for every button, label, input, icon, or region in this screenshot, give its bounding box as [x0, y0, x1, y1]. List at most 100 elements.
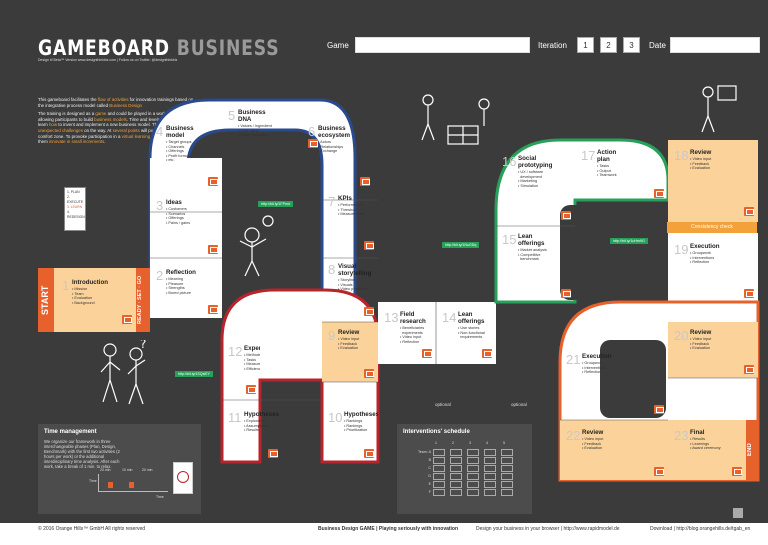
board-path	[38, 98, 760, 482]
link-3[interactable]: http://bit.ly/1uHm9G	[610, 238, 648, 244]
schedule-cell[interactable]	[433, 473, 445, 480]
screen-icon[interactable]	[268, 449, 278, 458]
schedule-cell[interactable]	[484, 489, 496, 496]
screen-icon[interactable]	[422, 349, 432, 358]
iteration-3-box[interactable]: 3	[623, 37, 640, 53]
schedule-cell[interactable]	[433, 457, 445, 464]
screen-icon[interactable]	[561, 211, 571, 220]
screen-icon[interactable]	[208, 245, 218, 254]
schedule-cell[interactable]	[433, 465, 445, 472]
tile-12[interactable]: 12Experiments• Methods • Tasks • Measure…	[222, 338, 260, 398]
schedule-cell[interactable]	[450, 465, 462, 472]
schedule-cell[interactable]	[467, 449, 479, 456]
schedule-cell[interactable]	[501, 489, 513, 496]
subtitle: Design it! Beta™ Version www.designthink…	[38, 58, 178, 62]
schedule-cell[interactable]	[433, 481, 445, 488]
schedule-cell[interactable]	[484, 457, 496, 464]
screen-icon[interactable]	[654, 189, 664, 198]
screen-icon[interactable]	[122, 315, 132, 324]
screen-icon[interactable]	[654, 405, 664, 414]
schedule-cell[interactable]	[484, 473, 496, 480]
schedule-cell[interactable]	[467, 473, 479, 480]
schedule-cell[interactable]	[433, 449, 445, 456]
screen-icon[interactable]	[744, 289, 754, 298]
schedule-cell[interactable]	[467, 465, 479, 472]
screen-icon[interactable]	[654, 467, 664, 476]
date-field[interactable]	[670, 37, 760, 53]
game-field[interactable]	[355, 37, 530, 53]
tile-number: 12	[228, 344, 243, 359]
schedule-cell[interactable]	[450, 481, 462, 488]
schedule-cell[interactable]	[501, 473, 513, 480]
link-1[interactable]: http://bit.ly/1FPnnt	[258, 201, 293, 207]
schedule-cell[interactable]	[433, 489, 445, 496]
schedule-cell[interactable]	[450, 489, 462, 496]
tile-number: 17	[581, 148, 596, 163]
tile-items: • Target groups • Channels • Offerings •…	[166, 140, 192, 163]
schedule-cell[interactable]	[467, 457, 479, 464]
schedule-cell[interactable]	[467, 489, 479, 496]
screen-icon[interactable]	[482, 349, 492, 358]
presenter-illustration	[701, 85, 737, 133]
schedule-cell[interactable]	[501, 457, 513, 464]
tile-number: 19	[674, 242, 689, 257]
schedule-cell[interactable]	[484, 481, 496, 488]
iteration-2-box[interactable]: 2	[600, 37, 617, 53]
tile-number: 8	[328, 262, 336, 277]
screen-icon[interactable]	[208, 177, 218, 186]
iteration-1-box[interactable]: 1	[577, 37, 594, 53]
schedule-cell[interactable]	[501, 481, 513, 488]
screen-icon[interactable]	[364, 241, 374, 250]
footer-center2[interactable]: Design your business in your browser | h…	[476, 526, 620, 532]
schedule-cell[interactable]	[467, 481, 479, 488]
footer-download[interactable]: Download | http://blog.orangehills.de/tg…	[650, 526, 751, 532]
screen-icon[interactable]	[744, 207, 754, 216]
link-2[interactable]: http://bit.ly/1NuGDq	[442, 242, 480, 248]
time-axis-y: Time	[89, 479, 97, 483]
screen-icon[interactable]	[360, 177, 370, 186]
screen-icon[interactable]	[364, 449, 374, 458]
builders-illustration	[421, 94, 490, 145]
schedule-cell[interactable]	[450, 473, 462, 480]
schedule-cell[interactable]	[484, 465, 496, 472]
schedule-cell[interactable]	[484, 449, 496, 456]
schedule-cell[interactable]	[501, 449, 513, 456]
screen-icon[interactable]	[744, 365, 754, 374]
tile-title: Execution	[582, 353, 612, 360]
screen-icon[interactable]	[732, 467, 742, 476]
screen-icon[interactable]	[364, 307, 374, 316]
screen-icon[interactable]	[308, 139, 318, 148]
schedule-cell[interactable]	[501, 465, 513, 472]
screen-icon[interactable]	[208, 305, 218, 314]
tile-items: • Exploration • Assumptions • Results	[244, 419, 268, 433]
time-axis-x: Time	[156, 495, 164, 499]
screen-icon[interactable]	[246, 385, 256, 394]
screen-icon[interactable]	[364, 369, 374, 378]
screen-icon[interactable]	[561, 289, 571, 298]
schedule-cell[interactable]	[450, 457, 462, 464]
link-4[interactable]: http://bit.ly/1SQsiEY	[175, 371, 213, 377]
schedule-cell[interactable]	[450, 449, 462, 456]
